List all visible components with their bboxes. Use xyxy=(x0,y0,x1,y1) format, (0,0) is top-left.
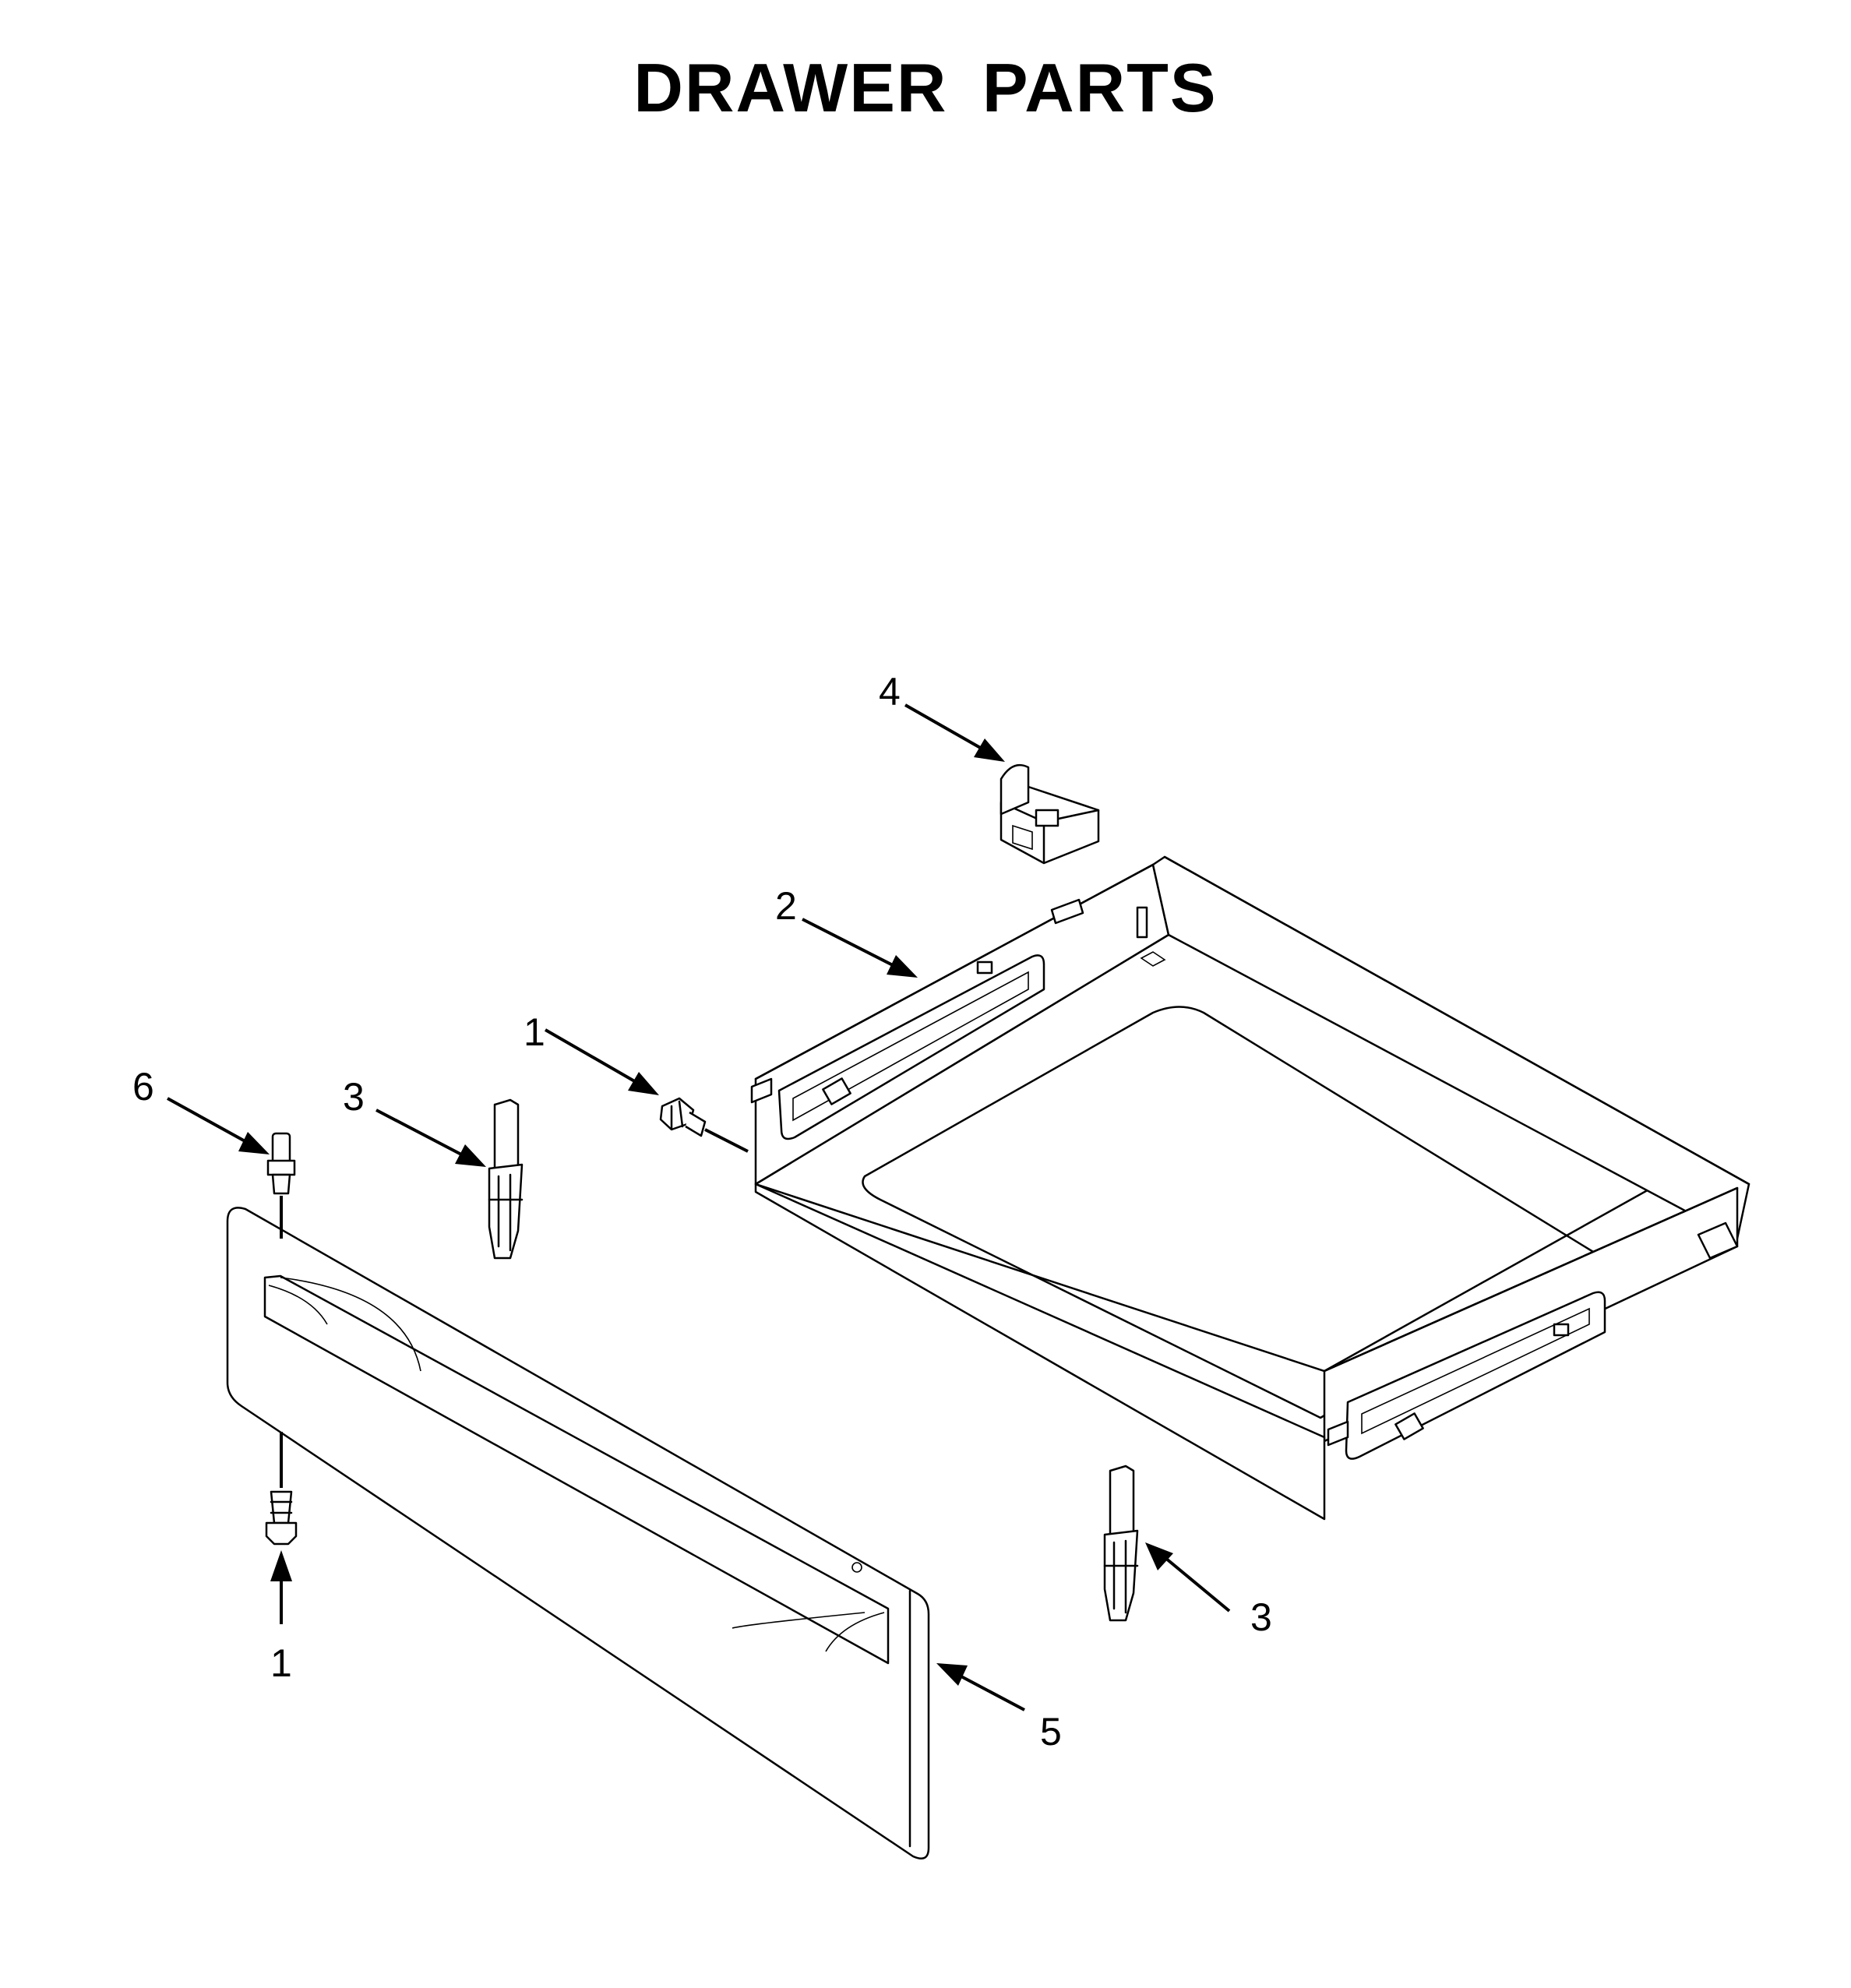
drawer-body xyxy=(750,855,1751,1521)
callout-5: 5 xyxy=(1040,1710,1062,1754)
drawer-front-panel xyxy=(226,1207,930,1859)
stud xyxy=(266,1132,296,1195)
drawer-stop-bracket xyxy=(1000,763,1100,865)
callout-3-left: 3 xyxy=(343,1075,365,1119)
callout-1-upper: 1 xyxy=(524,1010,545,1054)
slide-clip-left xyxy=(488,1098,524,1260)
screw-lower xyxy=(265,1490,298,1546)
callout-2: 2 xyxy=(775,884,797,928)
callout-6: 6 xyxy=(132,1065,154,1109)
callout-4: 4 xyxy=(879,670,901,714)
callout-1-lower: 1 xyxy=(270,1641,292,1685)
callout-labels: 4 2 1 6 3 3 1 5 xyxy=(132,670,1272,1754)
callout-3-right: 3 xyxy=(1250,1595,1272,1639)
diagram-title: DRAWER PARTS xyxy=(633,49,1218,126)
slide-clip-right xyxy=(1103,1465,1139,1622)
screw-upper xyxy=(659,1097,707,1137)
leader-lines xyxy=(167,703,1231,1711)
